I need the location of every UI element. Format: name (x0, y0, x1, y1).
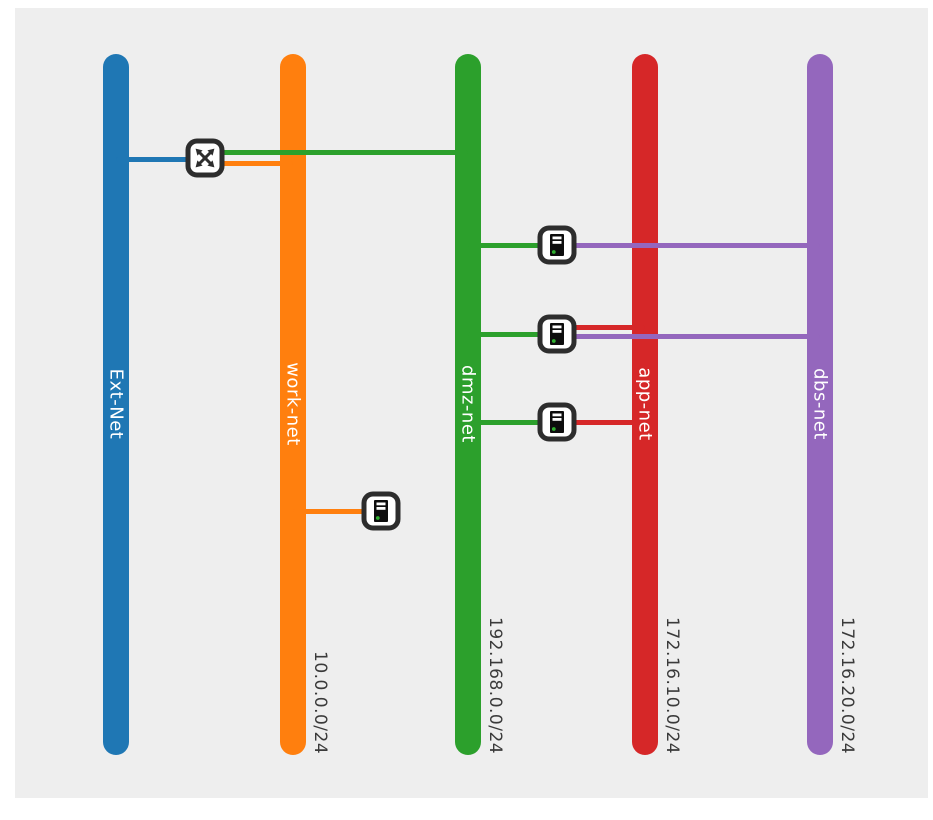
subnet-label-dbs-net: 172.16.20.0/24 (837, 616, 857, 754)
link-dmz-net-server-2 (468, 331, 557, 337)
server-3-server-icon (537, 402, 577, 442)
link-server-1-dbs-net (557, 242, 820, 248)
link-dmz-net-server-3 (468, 419, 557, 425)
network-label-work-net: work-net (282, 362, 304, 446)
server-2-server-icon (537, 314, 577, 354)
network-label-app-net: app-net (634, 367, 656, 441)
link-work-net-server-4 (293, 508, 381, 514)
link-router-1-work-net (205, 160, 293, 166)
link-dmz-net-server-1 (468, 242, 557, 248)
link-server-2-dbs-net (557, 333, 820, 339)
router-1-router-icon (185, 138, 225, 178)
network-bar-work-net (280, 54, 306, 755)
server-4-server-icon (361, 491, 401, 531)
subnet-label-work-net: 10.0.0.0/24 (310, 650, 330, 754)
link-router-1-dmz-net (205, 149, 468, 155)
server-1-server-icon (537, 225, 577, 265)
subnet-label-app-net: 172.16.10.0/24 (662, 616, 682, 754)
subnet-label-dmz-net: 192.168.0.0/24 (485, 616, 505, 754)
network-label-dbs-net: dbs-net (809, 368, 831, 440)
network-bar-dbs-net (807, 54, 833, 755)
link-server-2-app-net (557, 324, 645, 330)
network-bar-app-net (632, 54, 658, 755)
network-bar-dmz-net (455, 54, 481, 755)
link-ext-net-router-1 (116, 156, 205, 162)
network-label-ext-net: Ext-Net (105, 368, 127, 440)
network-label-dmz-net: dmz-net (457, 365, 479, 443)
link-server-3-app-net (557, 419, 645, 425)
network-bar-ext-net (103, 54, 129, 755)
